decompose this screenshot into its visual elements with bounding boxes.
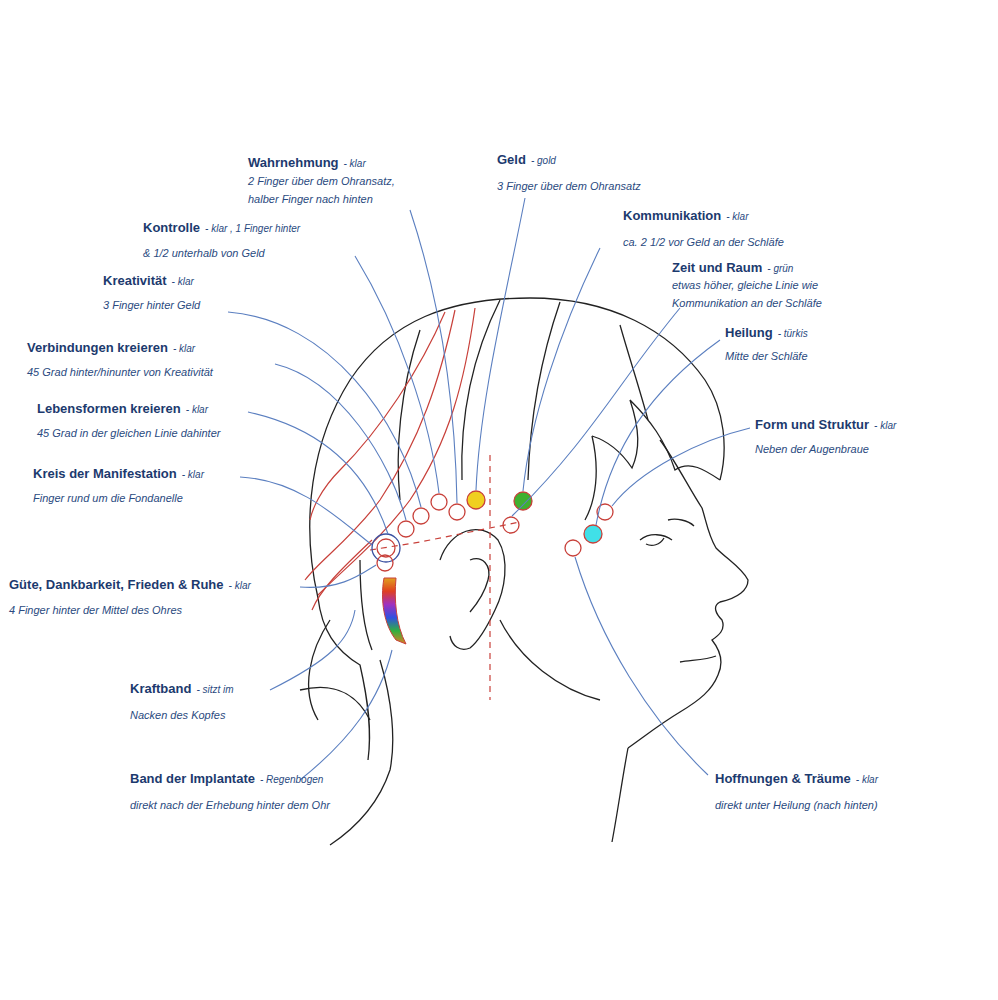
- gold-point: [467, 491, 485, 509]
- point-heading: Lebensformen kreieren: [37, 401, 181, 416]
- point-heading: Verbindungen kreieren: [27, 340, 168, 355]
- rainbow-band: [383, 578, 407, 644]
- point-description: direkt unter Heilung (nach hinten): [715, 796, 878, 814]
- turquoise-point: [584, 525, 602, 543]
- dashed-lines: [370, 455, 520, 700]
- color-tag: - Regenbogen: [260, 774, 323, 785]
- color-tag: - klar: [186, 404, 208, 415]
- point-heading: Zeit und Raum: [672, 260, 762, 275]
- color-tag: - grün: [767, 263, 793, 274]
- point-heading: Kraftband: [130, 681, 191, 696]
- head-outline: [300, 298, 748, 845]
- point-heading: Kommunikation: [623, 208, 721, 223]
- color-tag: - klar: [856, 774, 878, 785]
- color-tag: - klar: [172, 276, 194, 287]
- point-description: 3 Finger hinter Geld: [103, 296, 200, 314]
- point-heading: Wahrnehmung: [248, 155, 339, 170]
- point-heading: Güte, Dankbarkeit, Frieden & Ruhe: [9, 577, 224, 592]
- point-description: & 1/2 unterhalb von Geld: [143, 244, 265, 262]
- point-description: 45 Grad in der gleichen Linie dahinter: [37, 424, 220, 442]
- point-heading: Hoffnungen & Träume: [715, 771, 851, 786]
- point-heading: Kreis der Manifestation: [33, 466, 177, 481]
- point-description: 3 Finger über dem Ohransatz: [497, 177, 641, 195]
- point-description: direkt nach der Erhebung hinter dem Ohr: [130, 796, 330, 814]
- color-tag: - klar: [344, 158, 366, 169]
- point-description: ca. 2 1/2 vor Geld an der Schläfe: [623, 233, 784, 251]
- color-tag: - gold: [531, 155, 556, 166]
- point-description: Mitte der Schläfe: [725, 347, 808, 365]
- color-tag: - klar: [726, 211, 748, 222]
- point-description: Finger rund um die Fondanelle: [33, 489, 183, 507]
- green-point: [514, 492, 532, 510]
- point-heading: Form und Struktur: [755, 417, 869, 432]
- color-tag: - klar: [182, 469, 204, 480]
- color-tag: - türkis: [778, 328, 808, 339]
- point-description: Neben der Augenbraue: [755, 440, 869, 458]
- point-description: 45 Grad hinter/hinunter von Kreativität: [27, 363, 213, 381]
- point-description: 2 Finger über dem Ohransatz, halber Fing…: [248, 172, 423, 208]
- color-tag: - sitzt im: [196, 684, 233, 695]
- color-tag: - klar , 1 Finger hinter: [205, 223, 300, 234]
- point-heading: Kontrolle: [143, 220, 200, 235]
- point-description: etwas höher, gleiche Linie wie Kommunika…: [672, 276, 867, 312]
- point-description: 4 Finger hinter der Mittel des Ohres: [9, 601, 182, 619]
- color-tag: - klar: [874, 420, 896, 431]
- red-lines: [305, 308, 475, 610]
- color-tag: - klar: [229, 580, 251, 591]
- point-heading: Heilung: [725, 325, 773, 340]
- points: [372, 494, 613, 571]
- color-tag: - klar: [173, 343, 195, 354]
- point-description: Nacken des Kopfes: [130, 706, 225, 724]
- point-heading: Kreativität: [103, 273, 167, 288]
- point-heading: Band der Implantate: [130, 771, 255, 786]
- leader-lines: [228, 198, 750, 780]
- point-heading: Geld: [497, 152, 526, 167]
